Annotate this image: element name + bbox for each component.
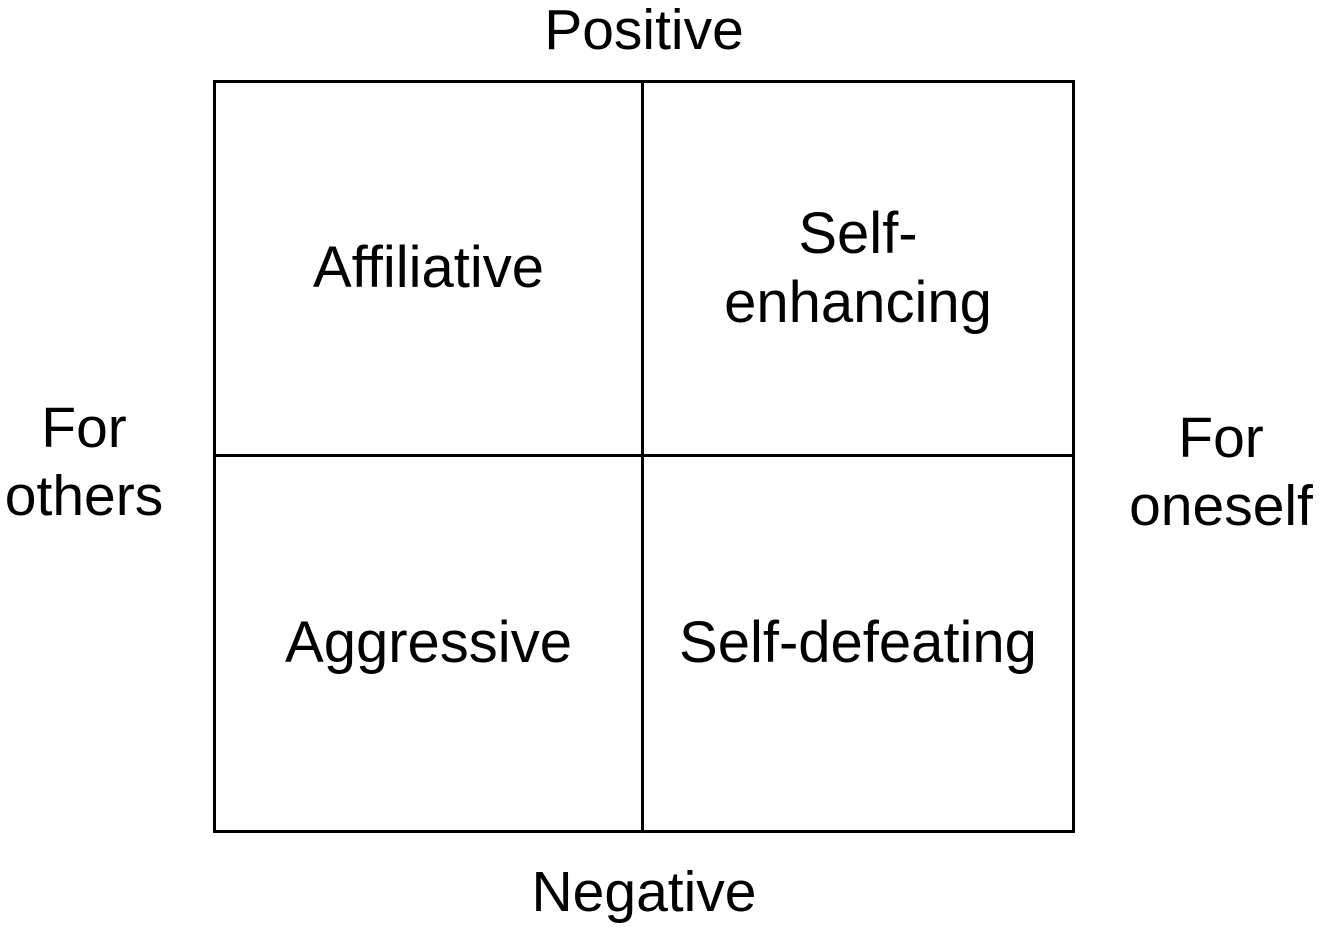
axis-label-for-others: For others (4, 396, 164, 529)
quadrant-grid: Affiliative Self- enhancing Aggressive S… (213, 80, 1075, 833)
quadrant-self-defeating: Self-defeating (644, 457, 1072, 831)
axis-label-for-oneself: For oneself (1129, 406, 1313, 539)
axis-label-positive: Positive (544, 0, 744, 62)
quadrant-self-enhancing: Self- enhancing (644, 83, 1072, 457)
quadrant-label-affiliative: Affiliative (312, 235, 545, 301)
axis-label-negative: Negative (531, 860, 757, 924)
quadrant-aggressive: Aggressive (216, 456, 644, 830)
quadrant-label-aggressive: Aggressive (285, 610, 572, 676)
quadrant-label-self-enhancing: Self- enhancing (724, 200, 992, 336)
quadrant-affiliative: Affiliative (216, 83, 644, 457)
quadrant-label-self-defeating: Self-defeating (679, 610, 1037, 676)
